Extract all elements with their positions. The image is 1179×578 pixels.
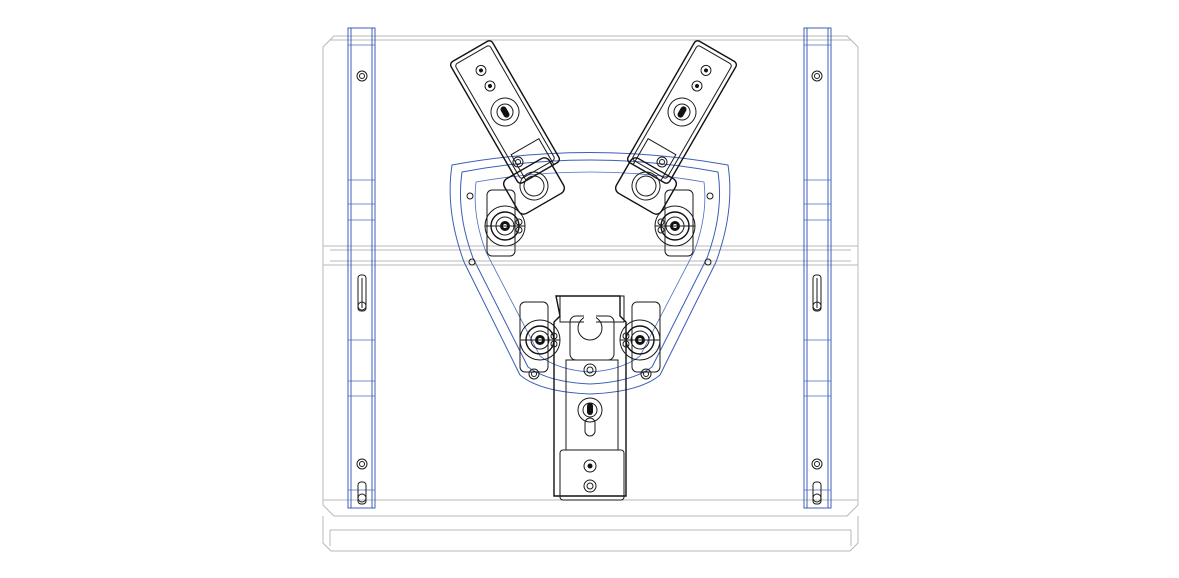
- right-rail: [803, 27, 832, 509]
- toggle-clamp-lower-left: [519, 301, 561, 380]
- toggle-clamp-lower-right: [619, 301, 661, 380]
- left-rail: [347, 27, 376, 509]
- upper-right-clamp-arm: [614, 40, 738, 215]
- base-plate: [322, 35, 859, 552]
- toggle-clamp-upper-left: [484, 189, 526, 257]
- toggle-clamp-upper-right: [654, 189, 696, 257]
- bottom-clamp-arm: [553, 295, 627, 501]
- shield-workpiece-outline: [449, 152, 731, 395]
- upper-left-clamp-arm: [449, 40, 566, 215]
